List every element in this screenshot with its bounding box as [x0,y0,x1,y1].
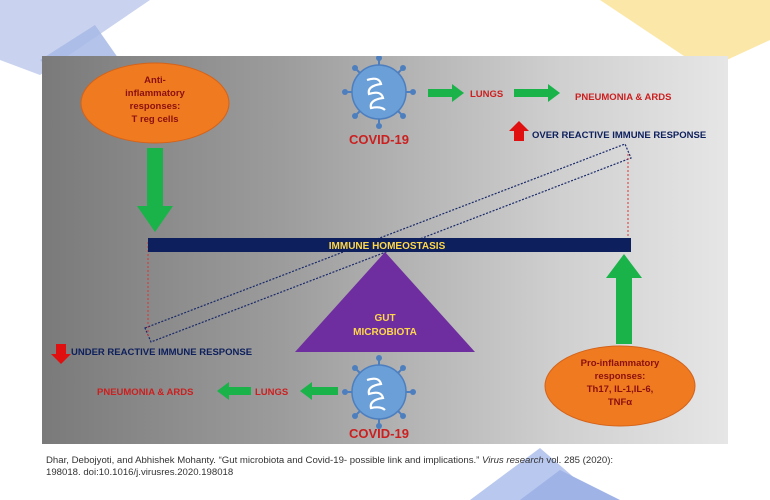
lungs-label-top: LUNGS [470,89,503,100]
tilted-balance-beam [144,143,632,343]
covid-label-top: COVID-19 [349,132,409,147]
pro-label-3: Th17, IL-1,IL-6, [587,384,654,395]
covid-label-bottom: COVID-19 [349,426,409,441]
arrow-virus-to-lungs-top [428,84,464,102]
citation: Dhar, Debojyoti, and Abhishek Mohanty. “… [46,455,736,479]
over-reactive-label: OVER REACTIVE IMMUNE RESPONSE [532,130,706,141]
red-down-arrow [51,344,71,364]
citation-authors: Dhar, Debojyoti, and Abhishek Mohanty. “… [46,455,480,466]
pneumonia-label-top: PNEUMONIA & ARDS [575,92,671,103]
microbiota-label: MICROBIOTA [353,327,417,338]
pro-label-4: TNFα [608,397,632,408]
lungs-label-bottom: LUNGS [255,387,288,398]
citation-doi: 198018. doi:10.1016/j.virusres.2020.1980… [46,467,234,478]
under-reactive-label: UNDER REACTIVE IMMUNE RESPONSE [71,347,252,358]
pro-label-1: Pro-inflammatory [581,358,660,369]
pneumonia-label-bottom: PNEUMONIA & ARDS [97,387,193,398]
anti-inflammatory-ellipse [80,62,230,144]
anti-label-1: Anti- [144,75,166,86]
virus-icon-top [342,56,416,129]
virus-icon-bottom [342,355,416,429]
homeostasis-label: IMMUNE HOMEOSTASIS [329,241,446,252]
gut-microbiota-triangle [295,252,475,352]
anti-label-2: inflammatory [125,88,185,99]
arrow-down-anti [137,148,173,232]
anti-label-4: T reg cells [132,114,179,125]
diagram-panel: GUT MICROBIOTA IMMUNE HOMEOSTASIS Anti- … [42,56,728,444]
anti-label-3: responses: [130,101,181,112]
red-up-arrow [509,121,529,141]
arrow-virus-to-lungs-bottom [300,382,338,400]
arrow-lungs-to-pneumonia-top [514,84,560,102]
diagram-svg: GUT MICROBIOTA IMMUNE HOMEOSTASIS Anti- … [51,56,706,441]
pro-label-2: responses: [595,371,646,382]
arrow-lungs-to-pneumonia-bottom [217,382,251,400]
pro-inflammatory-ellipse [544,345,696,427]
immune-homeostasis-bar [148,238,631,252]
citation-journal: Virus research [482,455,544,466]
arrow-up-pro [606,254,642,344]
citation-details: vol. 285 (2020): [546,455,614,466]
gut-label: GUT [374,313,395,324]
